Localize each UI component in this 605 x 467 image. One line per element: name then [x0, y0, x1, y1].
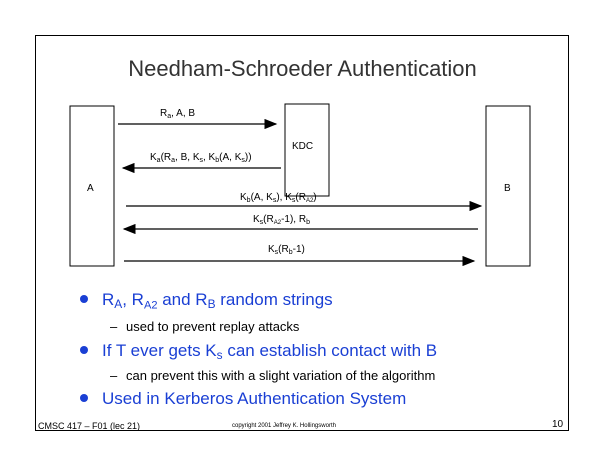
bullet-dot-icon: [80, 345, 88, 354]
entity-label-kdc: KDC: [292, 141, 313, 152]
slide-frame: [35, 35, 569, 431]
bullet-text-1: RA, RA2 and RB random strings: [102, 290, 333, 312]
message-label-5: Ks(Rb-1): [268, 244, 305, 256]
bullet-dot-icon: [80, 393, 88, 402]
bullet-text-3: Used in Kerberos Authentication System: [102, 389, 407, 408]
bullet-dot-icon: [80, 294, 88, 303]
slide-title: Needham-Schroeder Authentication: [128, 56, 477, 81]
bullet-item-3: Used in Kerberos Authentication System: [80, 389, 406, 409]
footer-copyright: copyright 2001 Jeffrey K. Hollingsworth: [232, 423, 336, 429]
entity-label-a: A: [87, 183, 94, 194]
entity-box-kdc: [284, 103, 330, 197]
sub-text-1: used to prevent replay attacks: [126, 319, 300, 334]
entity-label-b: B: [504, 183, 511, 194]
sub-text-2: can prevent this with a slight variation…: [126, 368, 436, 383]
message-label-4: Ks(RA2-1), Rb: [253, 214, 310, 226]
sub-item-1: –used to prevent replay attacks: [110, 319, 300, 334]
message-label-3: Kb(A, Ks), Ks(RA2): [240, 192, 317, 204]
message-label-2: Ka(Ra, B, Ks, Kb(A, Ks)): [150, 152, 252, 164]
page-number: 10: [552, 419, 564, 430]
footer-course: CMSC 417 – F01 (lec 21): [38, 421, 141, 431]
entity-box-a: [69, 105, 115, 267]
entity-box-b: [485, 105, 531, 267]
bullet-item-2: If T ever gets Ks can establish contact …: [80, 341, 437, 362]
sub-item-2: –can prevent this with a slight variatio…: [110, 368, 436, 383]
message-label-1: Ra, A, B: [160, 108, 195, 120]
bullet-text-2: If T ever gets Ks can establish contact …: [102, 341, 438, 362]
bullet-item-1: RA, RA2 and RB random strings: [80, 290, 333, 311]
